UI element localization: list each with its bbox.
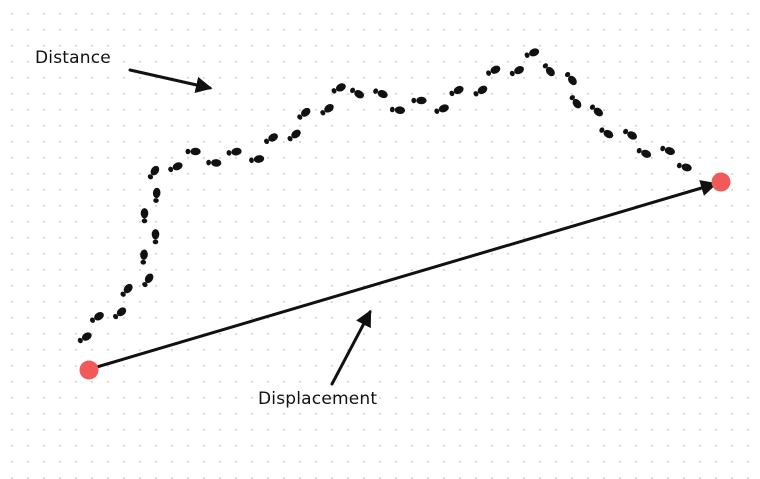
footprint-icon <box>508 64 526 78</box>
footprint-icon <box>118 282 135 299</box>
footprint-icon <box>621 127 639 142</box>
footprint-icon <box>262 131 280 146</box>
footprint-icon <box>411 96 427 105</box>
footprint-icon <box>484 63 502 78</box>
footprint-icon <box>152 187 161 204</box>
footprint-icon <box>471 83 489 99</box>
footprint-icon <box>76 330 94 346</box>
distance-pointer-arrow <box>128 68 213 93</box>
end-point-dot <box>711 172 731 192</box>
footprint-icon <box>348 85 366 101</box>
footprint-icon <box>675 161 693 173</box>
footprint-icon <box>635 146 653 160</box>
footprint-icon <box>285 127 303 144</box>
footprint-icon <box>318 102 336 118</box>
footprint-icon <box>111 305 128 322</box>
footprint-icon <box>140 271 156 289</box>
footprint-trail <box>76 46 693 346</box>
footprint-icon <box>540 61 557 78</box>
displacement-pointer-arrow <box>330 309 372 386</box>
footprint-icon <box>448 84 466 98</box>
distance-label: Distance <box>35 48 111 68</box>
footprint-icon <box>140 208 149 224</box>
footprint-icon <box>389 105 406 115</box>
footprint-icon <box>295 106 313 122</box>
footprint-icon <box>567 93 584 111</box>
footprint-icon <box>151 229 160 245</box>
footprint-icon <box>88 310 106 325</box>
footprint-icon <box>166 160 184 174</box>
footprint-icon <box>588 102 605 119</box>
footprint-icon <box>597 125 615 140</box>
footprint-icon <box>371 86 389 100</box>
footprint-icon <box>185 147 201 156</box>
footprint-icon <box>433 102 451 116</box>
footprint-icon <box>139 249 149 266</box>
footprint-icon <box>659 144 677 157</box>
footprint-icon <box>145 164 162 181</box>
footprint-icon <box>248 154 265 165</box>
displacement-arrow <box>88 180 718 371</box>
start-point-dot <box>79 360 99 380</box>
footprint-icon <box>523 46 541 60</box>
footprint-icon <box>206 158 222 167</box>
footprint-icon <box>330 81 348 96</box>
footprint-icon <box>225 147 243 158</box>
displacement-label: Displacement <box>258 389 378 409</box>
footprint-icon <box>563 70 579 87</box>
